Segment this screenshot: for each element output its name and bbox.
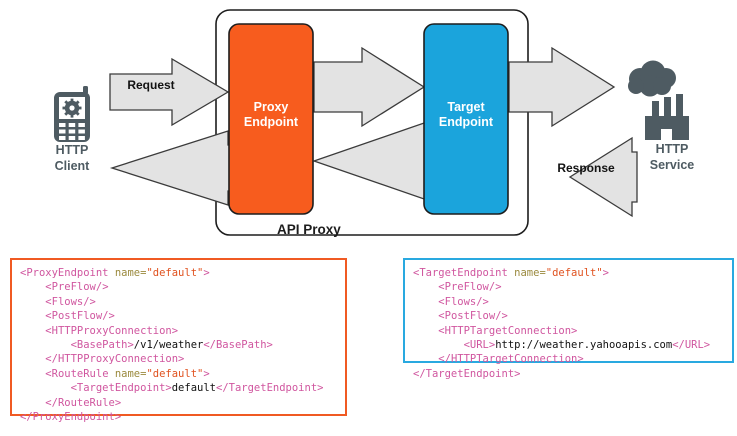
http-client-caption-line1: HTTP (55, 143, 89, 157)
target-endpoint-code-text: <TargetEndpoint name="default"> <PreFlow… (413, 267, 711, 380)
proxy-endpoint-code-text: <ProxyEndpoint name="default"> <PreFlow/… (20, 267, 324, 424)
arrow-request (109, 57, 230, 127)
arrow-proxy-to-target (313, 46, 426, 128)
arrow-service-to-target (568, 136, 638, 218)
target-endpoint-code-block: <TargetEndpoint name="default"> <PreFlow… (403, 258, 734, 380)
mobile-phone-gear-icon (54, 86, 90, 142)
proxy-endpoint-box[interactable] (228, 23, 314, 215)
target-endpoint-box[interactable] (423, 23, 509, 215)
response-arrow-label: Response (557, 161, 615, 175)
http-client-caption: HTTP Client (28, 142, 116, 174)
proxy-endpoint-code-block: <ProxyEndpoint name="default"> <PreFlow/… (10, 258, 347, 423)
arrow-target-to-service (508, 46, 616, 128)
api-proxy-container-label: API Proxy (277, 222, 341, 237)
request-arrow-label: Request (127, 78, 175, 92)
factory-smoke-icon (628, 60, 689, 140)
http-service-caption-line1: HTTP (655, 142, 689, 156)
http-client-caption-line2: Client (54, 159, 90, 173)
http-service-caption-line2: Service (649, 158, 695, 172)
http-service-caption: HTTP Service (628, 141, 716, 173)
api-proxy-flow-diagram (54, 9, 689, 236)
